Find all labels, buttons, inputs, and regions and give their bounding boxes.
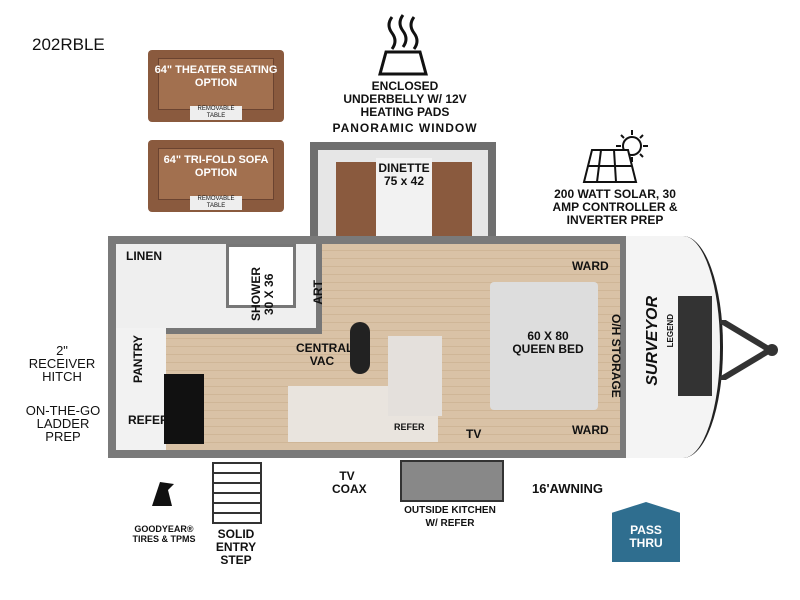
sofa-seat	[158, 58, 274, 110]
boot-icon	[350, 322, 370, 374]
receiver-hitch-label: 2" RECEIVER HITCH	[28, 343, 96, 384]
pass-thru-label: PASS THRU	[629, 523, 663, 550]
pass-thru-badge: PASS THRU	[612, 502, 680, 562]
ladder-prep-label: ON-THE-GO LADDER PREP	[25, 403, 101, 444]
underbelly-label: ENCLOSED UNDERBELLY W/ 12V HEATING PADS	[343, 79, 467, 119]
overhead-storage-label: O/H STORAGE	[609, 314, 623, 398]
awning-label: 16'AWNING	[532, 481, 603, 496]
goodyear-label: GOODYEAR® TIRES & TPMS	[132, 524, 196, 544]
queen-bed	[490, 282, 598, 410]
outside-kitchen-label: OUTSIDE KITCHEN W/ REFER	[404, 505, 496, 529]
solar-label: 200 WATT SOLAR, 30 AMP CONTROLLER & INVE…	[552, 187, 678, 227]
theater-label: 64" THEATER SEATING OPTION	[154, 64, 278, 89]
dinette-slideout: DINETTE 75 x 42	[310, 142, 496, 250]
theater-seating-option: 64" THEATER SEATING OPTION REMOVABLE TABL…	[148, 50, 284, 122]
refer-kitchen-label: REFER	[394, 422, 425, 432]
refer-label: REFER	[128, 413, 169, 427]
shower-label: SHOWER 30 X 36	[249, 267, 276, 321]
dinette-bench-right	[432, 162, 472, 242]
dinette-label: DINETTE 75 x 42	[378, 161, 430, 188]
dinette-table	[376, 158, 432, 244]
sofa-seat	[158, 148, 274, 200]
hitch-tongue	[718, 317, 780, 383]
brand-logo: SURVEYOR	[644, 296, 661, 386]
goodyear-wingfoot-icon	[150, 478, 176, 508]
removable-table-label: REMOVABLE TABLE	[190, 196, 242, 210]
pantry-refer-cabinet	[116, 328, 166, 450]
ward-bottom-label: WARD	[572, 423, 609, 437]
kitchen-island	[388, 336, 442, 416]
model-name: 202RBLE	[32, 35, 105, 54]
heating-icon	[378, 12, 428, 82]
tv-coax-label: TV COAX	[332, 469, 367, 496]
solar-panel-icon	[582, 128, 652, 191]
tri-fold-sofa-option: 64" TRI-FOLD SOFA OPTION REMOVABLE TABLE	[148, 140, 284, 212]
dinette-bench-left	[336, 162, 376, 242]
panoramic-window-label: PANORAMIC WINDOW	[332, 121, 478, 135]
removable-table-label: REMOVABLE TABLE	[190, 106, 242, 120]
front-window	[678, 296, 712, 396]
entry-step	[212, 462, 262, 524]
shower	[226, 244, 296, 308]
outside-kitchen	[400, 460, 504, 502]
linen-label: LINEN	[126, 249, 162, 263]
ward-top-label: WARD	[572, 259, 609, 273]
front-cap: SURVEYOR LEGEND	[626, 236, 723, 458]
sofa-label: 64" TRI-FOLD SOFA OPTION	[163, 154, 269, 179]
tv-label: TV	[466, 427, 482, 441]
queen-bed-label: 60 X 80 QUEEN BED	[512, 329, 584, 356]
art-label: ART	[311, 280, 325, 305]
pantry-label: PANTRY	[131, 335, 145, 383]
entry-step-label: SOLID ENTRY STEP	[215, 527, 257, 567]
central-vac-label: CENTRAL VAC	[296, 341, 354, 368]
brand-sub: LEGEND	[666, 314, 675, 348]
entry-door	[164, 374, 204, 444]
